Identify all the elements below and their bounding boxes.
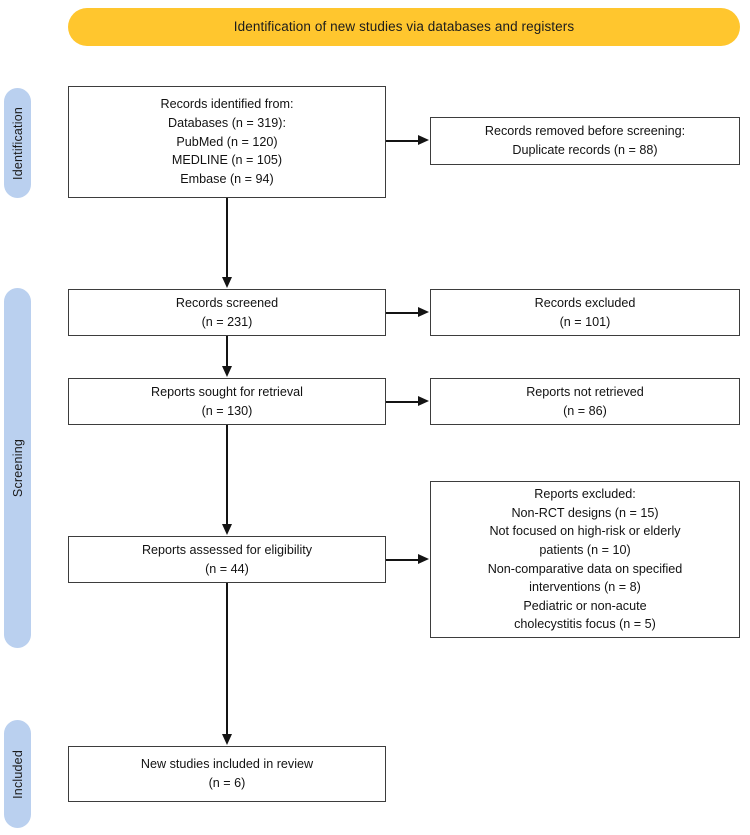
- node-reports-not-retrieved-text: Reports not retrieved (n = 86): [526, 384, 644, 418]
- node-reports-excluded-text: Reports excluded: Non-RCT designs (n = 1…: [487, 487, 683, 632]
- stage-pill-screening: Screening: [4, 288, 31, 648]
- node-records-removed-text: Records removed before screening: Duplic…: [484, 124, 686, 157]
- arrowhead-sought-to-notretrieved: [418, 396, 429, 406]
- stage-label-identification: Identification: [10, 106, 25, 180]
- banner-title: Identification of new studies via databa…: [233, 18, 575, 34]
- stage-pill-included: Included: [4, 720, 31, 828]
- arrowhead-identified-to-screened: [221, 277, 232, 288]
- arrowhead-assessed-to-repexcluded: [418, 554, 429, 564]
- connector-screened-to-sought: [226, 336, 228, 367]
- arrowhead-screened-to-sought: [221, 366, 232, 377]
- connector-sought-to-assessed: [226, 425, 228, 525]
- diagram-banner: Identification of new studies via databa…: [68, 8, 740, 46]
- node-records-identified: Records identified from: Databases (n = …: [68, 86, 386, 198]
- connector-identified-to-screened: [226, 198, 228, 278]
- node-records-identified-text: Records identified from: Databases (n = …: [160, 97, 294, 186]
- node-records-excluded: Records excluded (n = 101): [430, 289, 740, 336]
- node-records-removed: Records removed before screening: Duplic…: [430, 117, 740, 165]
- node-reports-assessed-text: Reports assessed for eligibility (n = 44…: [141, 542, 313, 576]
- connector-sought-to-notretrieved: [386, 401, 419, 403]
- arrowhead-sought-to-assessed: [221, 524, 232, 535]
- arrowhead-identified-to-removed: [418, 135, 429, 145]
- node-records-screened: Records screened (n = 231): [68, 289, 386, 336]
- arrowhead-assessed-to-included: [221, 734, 232, 745]
- arrowhead-screened-to-excluded: [418, 307, 429, 317]
- node-records-screened-text: Records screened (n = 231): [175, 295, 279, 329]
- connector-identified-to-removed: [386, 140, 419, 142]
- connector-screened-to-excluded: [386, 312, 419, 314]
- node-studies-included: New studies included in review (n = 6): [68, 746, 386, 802]
- node-reports-assessed: Reports assessed for eligibility (n = 44…: [68, 536, 386, 583]
- node-reports-sought: Reports sought for retrieval (n = 130): [68, 378, 386, 425]
- node-reports-excluded: Reports excluded: Non-RCT designs (n = 1…: [430, 481, 740, 638]
- node-records-excluded-text: Records excluded (n = 101): [534, 295, 636, 329]
- connector-assessed-to-included: [226, 583, 228, 735]
- connector-assessed-to-repexcluded: [386, 559, 419, 561]
- stage-label-included: Included: [10, 749, 25, 799]
- node-studies-included-text: New studies included in review (n = 6): [140, 757, 314, 790]
- stage-label-screening: Screening: [10, 438, 25, 498]
- node-reports-sought-text: Reports sought for retrieval (n = 130): [151, 384, 303, 418]
- stage-pill-identification: Identification: [4, 88, 31, 198]
- node-reports-not-retrieved: Reports not retrieved (n = 86): [430, 378, 740, 425]
